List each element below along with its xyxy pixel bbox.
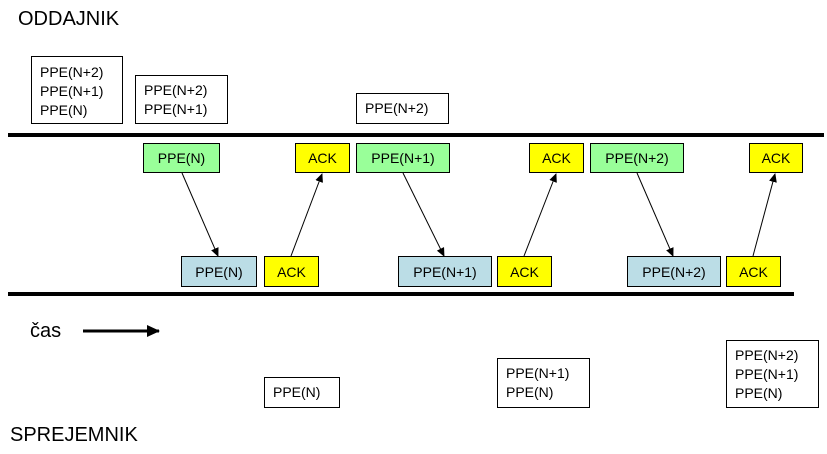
sender-buffer-2: PPE(N+2) PPE(N+1) (135, 75, 228, 124)
buffer-line: PPE(N) (40, 102, 88, 118)
receiver-ack-3: ACK (726, 256, 781, 287)
receiver-buffer-2: PPE(N+1) PPE(N) (497, 358, 590, 408)
buffer-line: PPE(N+1) (144, 101, 208, 117)
buffer-line: PPE(N+2) (40, 64, 104, 80)
receiver-ack-1: ACK (264, 256, 319, 287)
receiver-frame-ppe-n: PPE(N) (181, 256, 257, 287)
receiver-title: SPREJEMNIK (10, 424, 138, 446)
buffer-line: PPE(N+1) (735, 366, 799, 382)
sender-ack-1: ACK (295, 143, 350, 173)
buffer-line: PPE(N+2) (365, 100, 429, 116)
arrow-ppe-n2-down (636, 172, 674, 257)
receiver-frame-ppe-n2: PPE(N+2) (627, 256, 721, 287)
sender-frame-ppe-n1: PPE(N+1) (356, 143, 450, 173)
receiver-frame-ppe-n1: PPE(N+1) (398, 256, 492, 287)
receiver-buffer-3: PPE(N+2) PPE(N+1) PPE(N) (726, 340, 819, 408)
receiver-timeline (8, 292, 794, 296)
receiver-ack-2: ACK (497, 256, 552, 287)
arrow-ppe-n-down (181, 172, 219, 257)
sender-timeline (8, 133, 824, 137)
sender-frame-ppe-n: PPE(N) (143, 143, 220, 173)
arrow-ack3-up (752, 173, 777, 257)
time-label: čas (30, 320, 62, 342)
buffer-line: PPE(N) (273, 384, 321, 400)
sender-frame-ppe-n2: PPE(N+2) (590, 143, 684, 173)
sender-ack-3: ACK (749, 143, 803, 173)
arrow-ack1-up (290, 173, 323, 257)
buffer-line: PPE(N+2) (144, 82, 208, 98)
sender-buffer-1: PPE(N+2) PPE(N+1) PPE(N) (31, 56, 123, 124)
receiver-buffer-1: PPE(N) (264, 377, 340, 408)
sender-buffer-3: PPE(N+2) (356, 93, 449, 124)
buffer-line: PPE(N) (506, 384, 554, 400)
buffer-line: PPE(N+1) (40, 83, 104, 99)
sender-title: ODDAJNIK (18, 8, 120, 30)
buffer-line: PPE(N+1) (506, 365, 570, 381)
sender-ack-2: ACK (529, 143, 584, 173)
buffer-line: PPE(N) (735, 385, 783, 401)
arrow-ppe-n1-down (402, 172, 445, 257)
arrow-ack2-up (523, 173, 557, 257)
buffer-line: PPE(N+2) (735, 347, 799, 363)
